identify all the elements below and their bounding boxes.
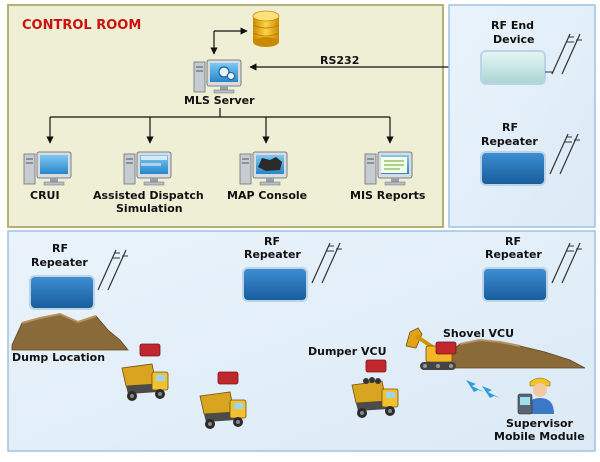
rf-repeater-upper: RF Repeater — [480, 121, 581, 186]
rf-repeater-label-line2: Repeater — [485, 248, 542, 261]
workstation-assisted-dispatch: Assisted Dispatch Simulation — [93, 151, 204, 215]
vcu-device-icon — [139, 343, 161, 357]
rf-end-device-label-line2: Device — [493, 33, 535, 46]
supervisor-icon — [517, 377, 554, 415]
dumper-vcu-label: Dumper VCU — [308, 345, 387, 358]
workstation-label-line2: Simulation — [116, 202, 183, 215]
vcu-device-icon — [365, 359, 387, 373]
shovel-vcu-label: Shovel VCU — [443, 327, 514, 340]
vcu-device-icon — [435, 341, 457, 355]
rf-repeater-label: RF — [505, 235, 521, 248]
workstation-label: CRUI — [30, 189, 60, 202]
mls-server-icon — [193, 59, 242, 94]
dumper-vcu-truck-icon — [351, 377, 399, 419]
rf-repeater-middle: RF Repeater — [242, 235, 343, 302]
rf-repeater-left: RF Repeater — [29, 242, 129, 310]
dump-location-label: Dump Location — [12, 351, 105, 364]
supervisor-label-line2: Mobile Module — [494, 430, 585, 443]
server-db-link — [210, 27, 248, 55]
rf-repeater-label: RF — [502, 121, 518, 134]
supervisor-label: Supervisor — [506, 417, 574, 430]
vcu-device-icon — [217, 371, 239, 385]
workstation-label: MIS Reports — [350, 189, 426, 202]
server-distribution-lines — [46, 108, 394, 144]
wireless-signal-icon — [466, 380, 500, 398]
rf-end-device-label: RF End — [491, 19, 534, 32]
rf-repeater-label-line2: Repeater — [244, 248, 301, 261]
rf-repeater-label-line2: Repeater — [481, 135, 538, 148]
rf-repeater-label: RF — [264, 235, 280, 248]
rf-repeater-label: RF — [52, 242, 68, 255]
rf-repeater-right: RF Repeater — [482, 235, 583, 302]
rf-end-device: RF End Device — [480, 19, 583, 85]
dump-location-mound — [11, 312, 129, 351]
workstation-mis-reports: MIS Reports — [350, 151, 426, 202]
rf-repeater-label-line2: Repeater — [31, 256, 88, 269]
workstation-label: MAP Console — [227, 189, 307, 202]
workstation-crui: CRUI — [23, 151, 72, 202]
mls-server-label: MLS Server — [184, 94, 255, 107]
database-icon — [252, 10, 280, 47]
rs232-label: RS232 — [320, 54, 359, 67]
mine-face-mound — [439, 338, 586, 369]
workstation-label: Assisted Dispatch — [93, 189, 204, 202]
control-room-title: CONTROL ROOM — [22, 18, 141, 33]
control-room-panel: CONTROL ROOM — [7, 4, 444, 228]
workstation-map-console: MAP Console — [227, 151, 307, 202]
